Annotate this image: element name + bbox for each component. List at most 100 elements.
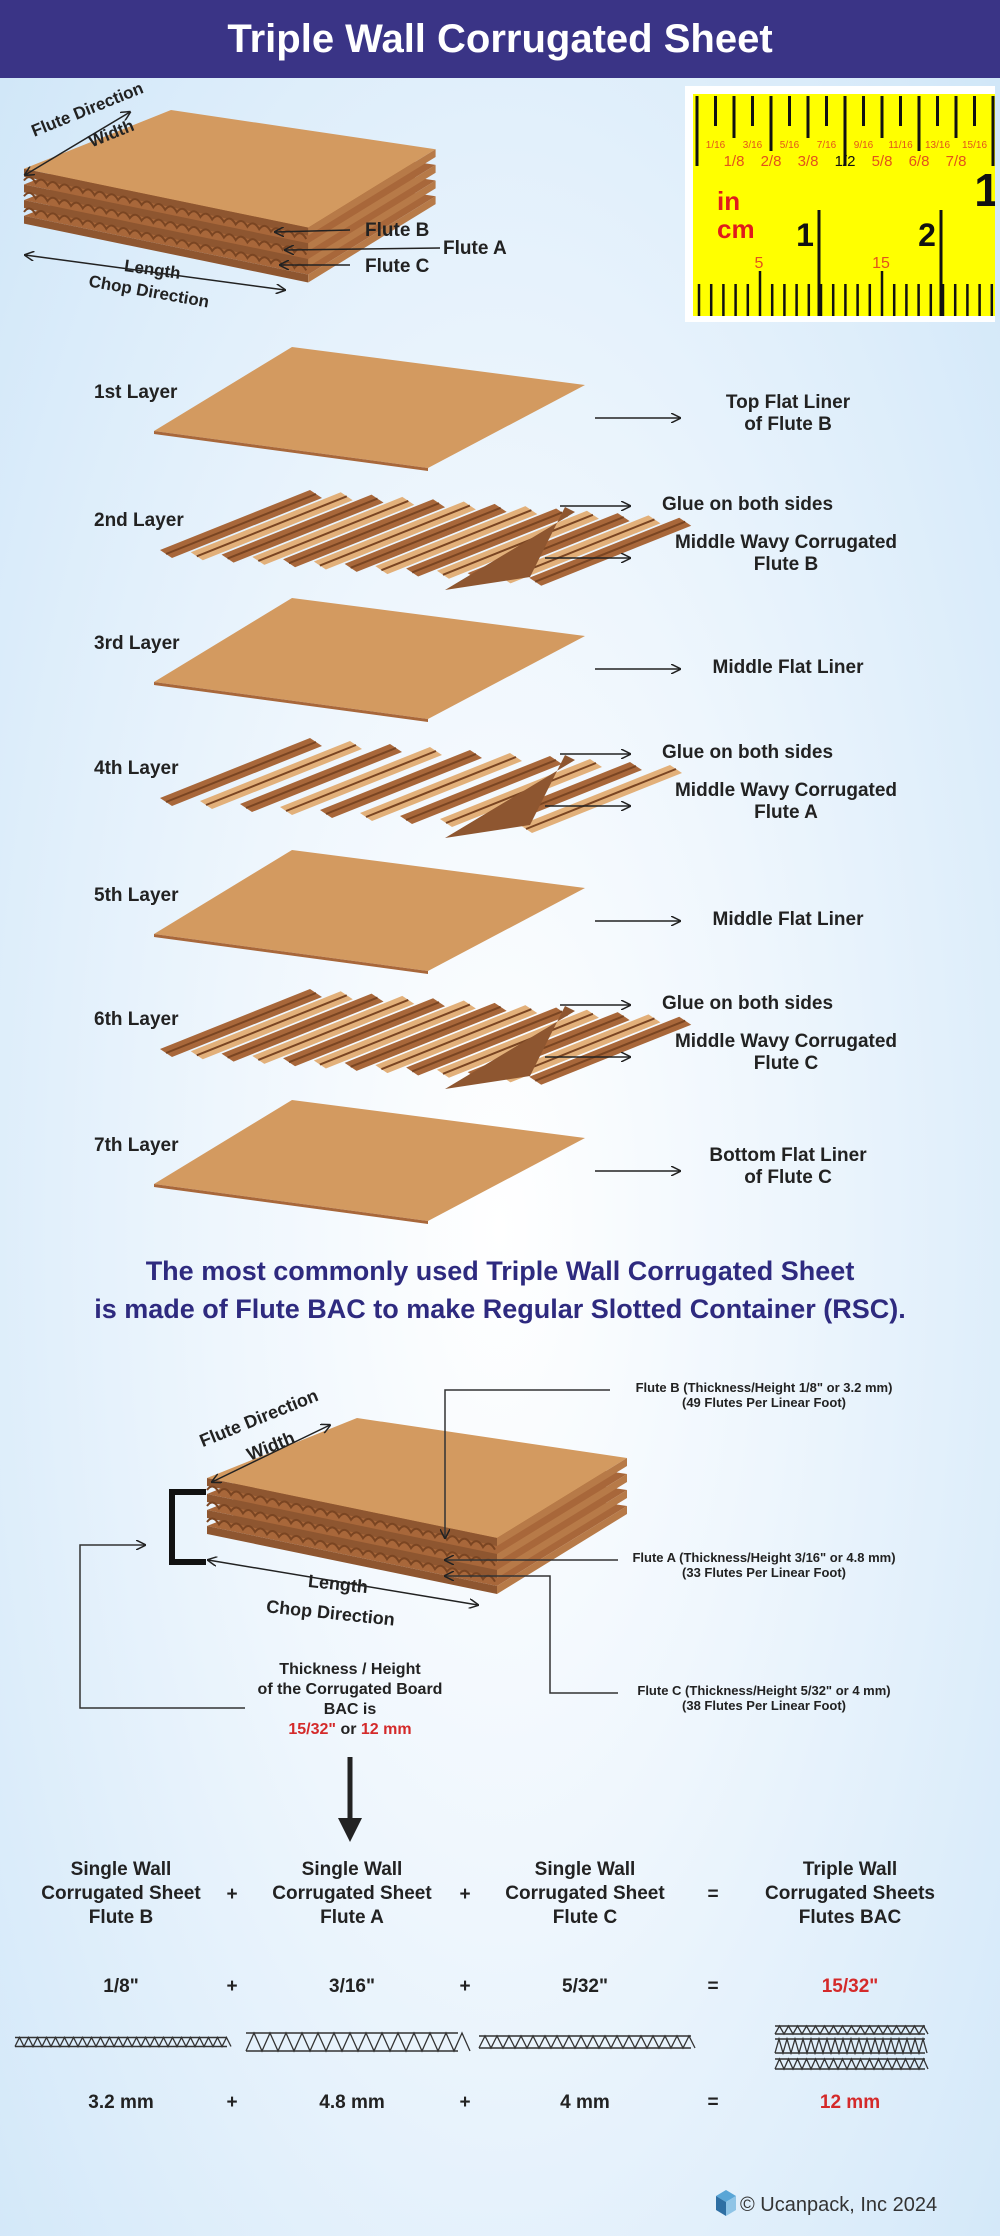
flat-liner-sheet (154, 1100, 585, 1224)
title-line: Single Wall (301, 1859, 403, 1880)
flute-c-spec: Flute C (Thickness/Height 5/32" or 4 mm)… (637, 1683, 890, 1713)
equals-sign: = (707, 1976, 719, 1997)
title-line: Single Wall (70, 1859, 172, 1880)
svg-text:1/16: 1/16 (706, 140, 726, 151)
title-line: Flute C (552, 1907, 618, 1928)
svg-text:15: 15 (872, 255, 890, 272)
svg-text:13/16: 13/16 (925, 140, 950, 151)
svg-text:7/8: 7/8 (946, 153, 967, 170)
corrugated-medium (160, 989, 692, 1089)
svg-text:3/8: 3/8 (798, 153, 819, 170)
description-line: Flute C (753, 1053, 819, 1074)
flute-a-spec: Flute A (Thickness/Height 3/16" or 4.8 m… (632, 1550, 895, 1580)
copyright: © Ucanpack, Inc 2024 (740, 2194, 938, 2216)
plus-sign: + (226, 1884, 238, 1905)
plus-sign: + (226, 2092, 238, 2113)
svg-text:11/16: 11/16 (888, 140, 913, 151)
svg-text:9/16: 9/16 (854, 140, 874, 151)
thickness-bracket (169, 1489, 206, 1565)
page-title: Triple Wall Corrugated Sheet (0, 0, 1000, 78)
plus-sign: + (226, 1976, 238, 1997)
title-line: Single Wall (534, 1859, 636, 1880)
inch-value: 5/32" (562, 1976, 608, 1997)
note-line: BAC is (323, 1701, 377, 1718)
or-text: or (336, 1721, 361, 1738)
equals-sign: = (707, 1884, 719, 1905)
flute-profile-icon (774, 2024, 929, 2071)
flute-c-label: Flute C (365, 256, 430, 277)
heading-line: The most commonly used Triple Wall Corru… (145, 1256, 855, 1286)
mm-value: 4.8 mm (319, 2092, 385, 2113)
svg-text:5: 5 (755, 255, 764, 272)
svg-text:15/16: 15/16 (962, 140, 987, 151)
flute-c-pointer (445, 1576, 618, 1694)
title-line: Corrugated Sheet (505, 1883, 665, 1904)
spec-line: Flute C (Thickness/Height 5/32" or 4 mm) (637, 1683, 891, 1698)
svg-text:5/8: 5/8 (872, 153, 893, 170)
spec-line: (49 Flutes Per Linear Foot) (682, 1395, 846, 1410)
summary-heading: The most commonly used Triple Wall Corru… (0, 1252, 1000, 1328)
title-line: Triple Wall (802, 1859, 898, 1880)
plus-sign: + (459, 1884, 471, 1905)
svg-text:5/16: 5/16 (780, 140, 800, 151)
inch-value: 3/16" (329, 1976, 375, 1997)
corrugated-medium (160, 490, 692, 590)
svg-text:6/8: 6/8 (909, 153, 930, 170)
corrugated-medium (160, 738, 682, 838)
flute-a-label: Flute A (443, 238, 507, 259)
layer-description: Middle Flat Liner (713, 657, 864, 679)
inch-value: 1/8" (103, 1976, 139, 1997)
width-arrow (25, 112, 130, 175)
spec-line: Flute B (Thickness/Height 1/8" or 3.2 mm… (635, 1380, 893, 1395)
flat-liner-sheet (154, 850, 585, 974)
down-arrow-head-icon (338, 1818, 362, 1842)
description-line: Middle Flat Liner (712, 657, 864, 678)
layer-label: 7th Layer (94, 1135, 179, 1156)
description-line: of Flute C (744, 1167, 832, 1188)
spec-line: Flute A (Thickness/Height 3/16" or 4.8 m… (632, 1550, 896, 1565)
svg-text:7/16: 7/16 (817, 140, 837, 151)
description-line: Middle Wavy Corrugated (674, 780, 898, 801)
mm-value: 12 mm (819, 2092, 881, 2113)
heading-line: is made of Flute BAC to make Regular Slo… (94, 1294, 906, 1324)
glue-label: Glue on both sides (662, 494, 834, 515)
glue-label: Glue on both sides (662, 742, 834, 763)
svg-text:1: 1 (796, 217, 814, 253)
flute-profile-icon (478, 2034, 696, 2050)
description-line: Flute B (753, 554, 819, 575)
length-arrow (25, 255, 285, 290)
box-logo-icon (716, 2190, 736, 2216)
equals-sign: = (707, 2092, 719, 2113)
flute-a-pointer (285, 248, 441, 250)
title-line: Corrugated Sheet (272, 1883, 432, 1904)
svg-text:1: 1 (974, 164, 995, 216)
spec-line: (38 Flutes Per Linear Foot) (682, 1698, 846, 1713)
flute-b-pointer (445, 1389, 610, 1538)
note-line: Thickness / Height (279, 1661, 421, 1678)
title-line: Flute B (88, 1907, 154, 1928)
svg-text:1/8: 1/8 (724, 153, 745, 170)
description-line: Bottom Flat Liner (709, 1145, 867, 1166)
layer-label: 4th Layer (94, 758, 179, 779)
svg-text:2/8: 2/8 (761, 153, 782, 170)
svg-text:cm: cm (717, 214, 755, 244)
spec-line: (33 Flutes Per Linear Foot) (682, 1565, 846, 1580)
title-line: Flutes BAC (798, 1907, 902, 1928)
description-line: of Flute B (744, 414, 832, 435)
flute-b-label: Flute B (365, 220, 430, 241)
svg-text:2: 2 (918, 217, 936, 253)
title-line: Corrugated Sheet (41, 1883, 201, 1904)
thickness-mm: 12 mm (360, 1721, 412, 1738)
plus-sign: + (459, 1976, 471, 1997)
layer-label: 1st Layer (94, 382, 178, 403)
flute-b-pointer (275, 230, 351, 232)
layer-description: Middle Flat Liner (713, 909, 864, 931)
